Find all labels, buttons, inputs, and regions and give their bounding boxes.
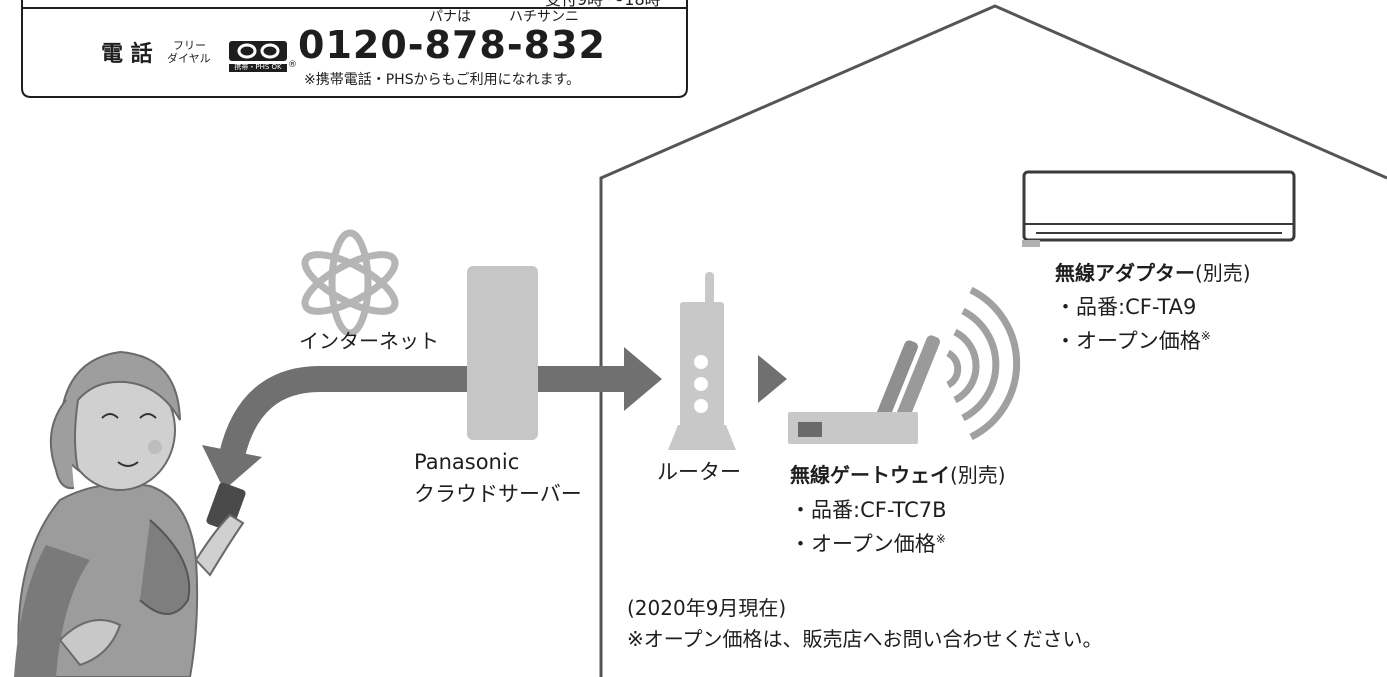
price-inquiry-note: ※オープン価格は、販売店へお問い合わせください。 [627, 627, 1103, 651]
internet-atom-icon [301, 229, 399, 337]
ruby-hachi: ハチサンニ [509, 9, 579, 25]
phone-number: 0120-878-832 [298, 23, 606, 67]
phone-label: 電 話 [101, 42, 153, 67]
gateway-part-number: ・品番:CF-TC7B [790, 498, 947, 522]
ruby-pana: パナは [429, 9, 471, 25]
adapter-part-number: ・品番:CF-TA9 [1055, 295, 1197, 319]
adapter-title: 無線アダプター(別売) [1055, 263, 1251, 283]
freedial-logo-icon [229, 41, 287, 72]
server-label-line1: Panasonic [414, 450, 520, 474]
adapter-price-mark: ※ [1200, 329, 1211, 343]
server-to-router-arrow [537, 347, 662, 411]
gateway-title-name: 無線ゲートウェイ [790, 463, 950, 487]
house-outline [599, 4, 1387, 677]
router-to-gateway-arrow [758, 355, 787, 403]
gateway-title: 無線ゲートウェイ(別売) [790, 465, 1006, 485]
reception-hours-text: 受付9時 〜18時 [545, 0, 661, 8]
server-label-line2: クラウドサーバー [414, 482, 582, 506]
mobile-note: ※携帯電話・PHSからもご利用になれます。 [304, 72, 581, 88]
date-note: (2020年9月現在) [627, 596, 787, 620]
freedial-label-line2: ダイヤル [167, 52, 211, 65]
adapter-title-name: 無線アダプター [1055, 261, 1195, 285]
gateway-price: ・オープン価格※ [790, 533, 946, 555]
adapter-price-text: ・オープン価格 [1055, 329, 1201, 353]
gateway-price-mark: ※ [935, 532, 946, 546]
phone-info-box [21, 0, 688, 98]
adapter-sold-separately: (別売) [1195, 261, 1251, 285]
woman-with-smartphone-illustration [14, 350, 246, 677]
router-icon [668, 272, 736, 450]
router-label: ルーター [657, 460, 741, 484]
adapter-price: ・オープン価格※ [1055, 330, 1211, 352]
mobile-ok-badge: 携帯・PHS OK [234, 63, 282, 71]
gateway-sold-separately: (別売) [950, 463, 1006, 487]
gateway-icon [788, 335, 940, 444]
gateway-price-text: ・オープン価格 [790, 532, 936, 556]
freedial-label-line1: フリー [173, 39, 206, 52]
registered-mark: ® [288, 60, 297, 70]
cloud-server-icon [467, 266, 538, 440]
internet-label: インターネット [299, 329, 439, 353]
air-conditioner-icon [1022, 170, 1296, 247]
wireless-signal-icon [946, 286, 1021, 441]
server-to-phone-arrow [202, 366, 483, 490]
